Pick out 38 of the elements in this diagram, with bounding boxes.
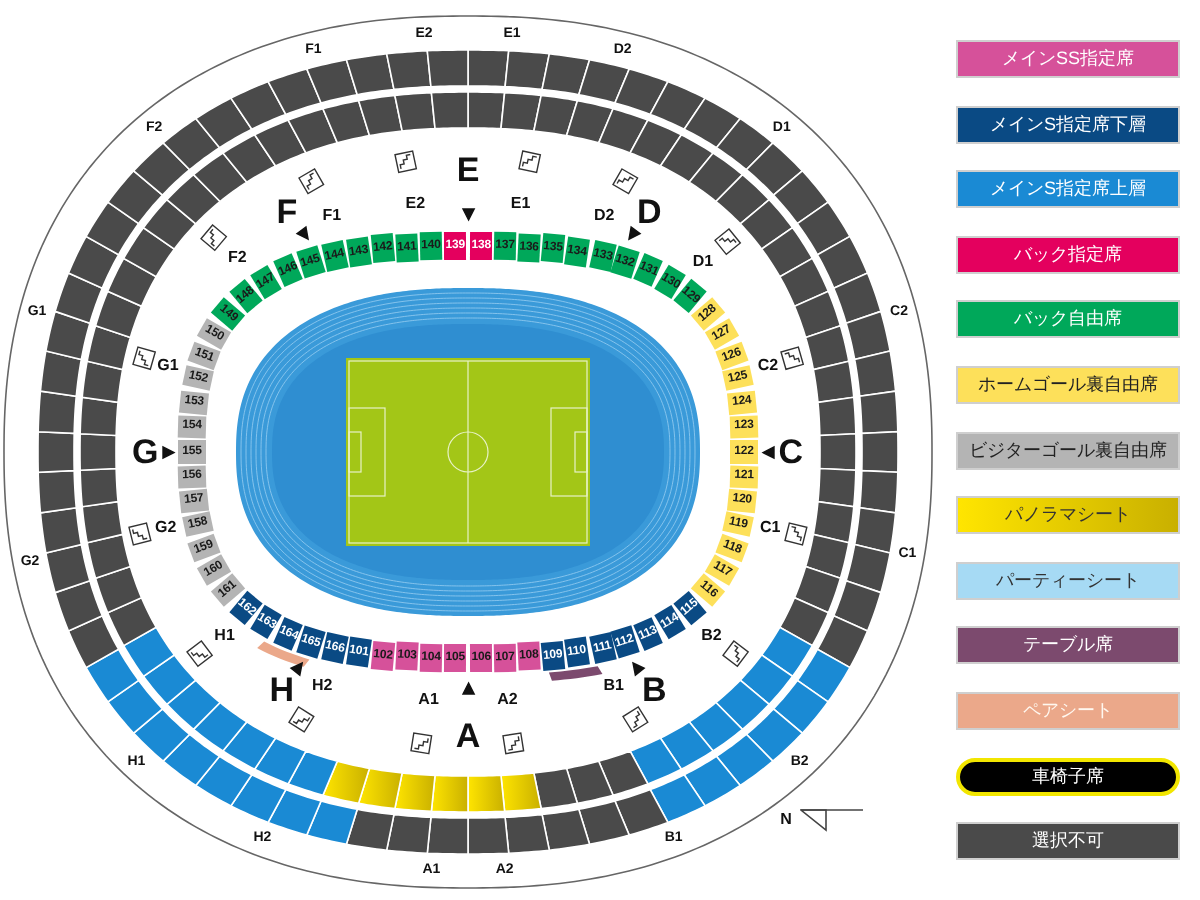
gate-label: H2 bbox=[311, 677, 333, 694]
legend-label: パーティーシート bbox=[996, 571, 1140, 590]
gate-letter: A bbox=[455, 719, 481, 754]
legend-label: ペアシート bbox=[1023, 702, 1113, 720]
legend-label: 選択不可 bbox=[1032, 832, 1104, 851]
legend-label: テーブル席 bbox=[1023, 636, 1113, 655]
gate-label: D1 bbox=[692, 253, 714, 270]
gate-letter: D bbox=[636, 194, 662, 229]
legend-label: メインSS指定席 bbox=[1001, 50, 1134, 68]
gate-label: C2 bbox=[757, 358, 779, 374]
legend-label: ビジターゴール裏自由席 bbox=[969, 441, 1167, 460]
legend-label: パノラマシート bbox=[1005, 506, 1131, 525]
gate-letter: C bbox=[778, 435, 804, 469]
legend-label: バック自由席 bbox=[1014, 310, 1122, 329]
gate-letter: B bbox=[641, 673, 667, 708]
legend-label: メインS指定席上層 bbox=[989, 180, 1146, 199]
gate-label: E2 bbox=[405, 196, 426, 213]
gate-label: D2 bbox=[593, 208, 615, 225]
gate-label: E1 bbox=[510, 196, 531, 213]
gate-label: A1 bbox=[418, 692, 439, 709]
gate-label: H1 bbox=[214, 627, 235, 644]
gate-label: G1 bbox=[157, 358, 179, 374]
gate-label: C1 bbox=[759, 519, 781, 536]
gate-label: F1 bbox=[322, 208, 342, 225]
gate-label: F2 bbox=[228, 250, 247, 267]
gate-label: B1 bbox=[603, 677, 624, 694]
legend-label: ホームゴール裏自由席 bbox=[978, 376, 1158, 394]
gate-letter: H bbox=[269, 673, 295, 708]
gate-label: G2 bbox=[155, 519, 177, 536]
legend-label: バック指定席 bbox=[1014, 245, 1122, 264]
legend-label: メインS指定席下層 bbox=[989, 115, 1146, 134]
gate-letter: G bbox=[131, 435, 159, 469]
compass-label: N bbox=[780, 812, 792, 828]
gate-letter: F bbox=[276, 194, 298, 229]
gate-letter: E bbox=[456, 152, 480, 187]
gate-label: B2 bbox=[701, 627, 722, 644]
legend-label: 車椅子席 bbox=[1032, 767, 1104, 786]
gate-label: A2 bbox=[497, 692, 518, 709]
